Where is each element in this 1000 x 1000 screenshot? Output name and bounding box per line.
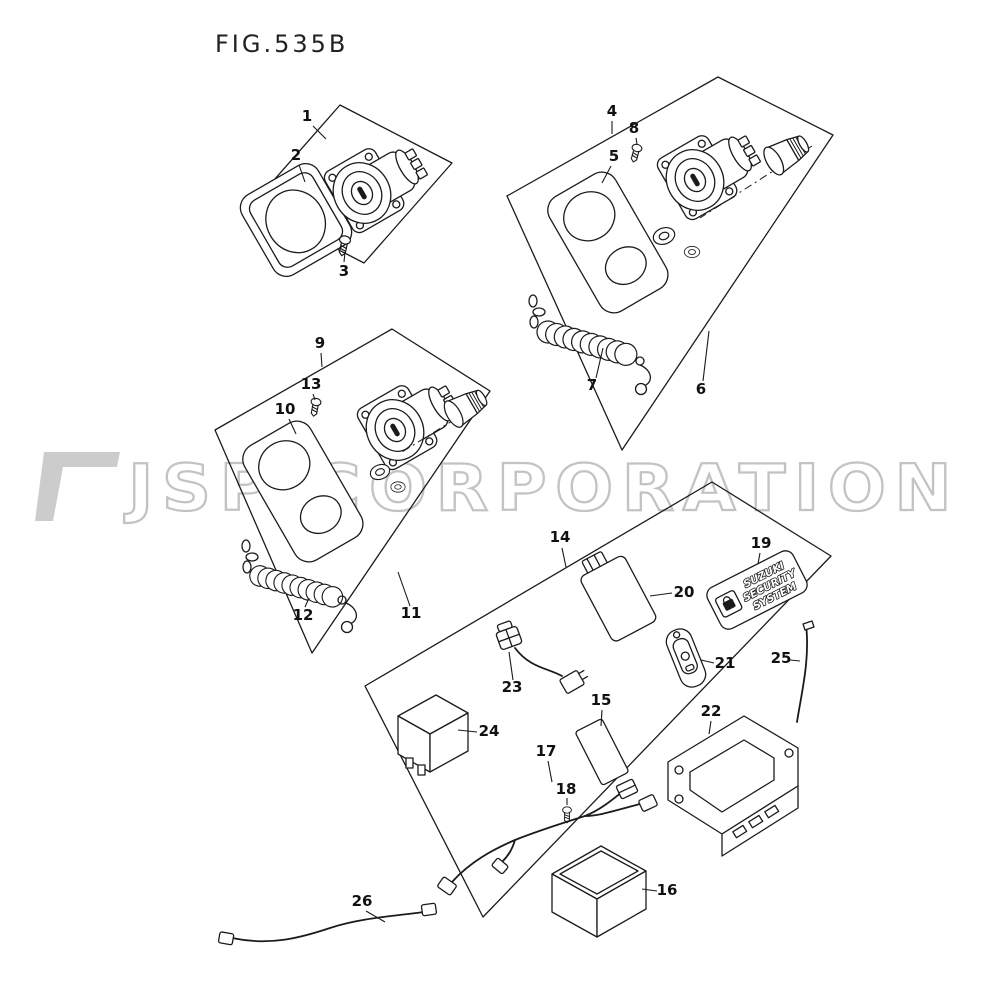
part-label-10: 10	[275, 400, 296, 418]
leader-1	[312, 125, 327, 140]
leader-12	[304, 597, 310, 608]
leader-15	[600, 709, 603, 727]
leader-14	[561, 547, 567, 568]
washer-ring	[650, 224, 678, 248]
part-label-24: 24	[479, 722, 500, 740]
part-label-19: 19	[751, 534, 772, 552]
part-label-11: 11	[401, 604, 422, 622]
leader-10	[288, 418, 297, 435]
part-19-security-sticker: SUZUKI SECURITY SYSTEM	[706, 550, 808, 630]
leader-22	[708, 720, 712, 735]
part-label-6: 6	[696, 380, 706, 398]
leader-6	[702, 330, 710, 382]
part-15-pad	[575, 718, 629, 786]
part-label-9: 9	[315, 334, 325, 352]
part-label-25: 25	[771, 649, 792, 667]
part-25-cable-tie	[796, 620, 815, 723]
leader-5	[601, 165, 612, 184]
part-24-relay	[397, 694, 469, 776]
part-label-15: 15	[591, 691, 612, 709]
washer-ring-small	[683, 245, 701, 259]
part-label-3: 3	[339, 262, 349, 280]
leader-20	[649, 592, 673, 597]
part-17-wire-harness	[437, 778, 658, 896]
leader-8	[635, 137, 638, 145]
part-21-key-fob	[665, 628, 707, 688]
leader-16	[641, 888, 658, 892]
part-23-connector-lead	[495, 620, 589, 694]
leader-19	[757, 552, 761, 565]
part-label-23: 23	[502, 678, 523, 696]
leader-17	[547, 760, 553, 783]
part-26-lead-wire	[217, 902, 438, 946]
part-label-2: 2	[291, 146, 301, 164]
part-label-14: 14	[550, 528, 571, 546]
leader-26	[365, 910, 386, 923]
part-20-control-module	[580, 551, 657, 642]
watermark-logo	[35, 452, 120, 521]
leader-23	[508, 651, 514, 681]
key-barrel	[759, 128, 815, 179]
figure-title: FIG.535B	[215, 30, 348, 58]
leader-3	[343, 251, 346, 263]
part-label-16: 16	[657, 881, 678, 899]
leader-24	[457, 729, 478, 733]
part-number-labels: 1 2 3 4 5 6 7 8 9 10 11 12 13 14 15 16 1…	[275, 102, 792, 910]
part-16-box	[551, 845, 647, 938]
leader-lines	[288, 121, 801, 923]
assembly-box-2	[506, 76, 834, 451]
part-label-13: 13	[301, 375, 322, 393]
part-label-21: 21	[715, 654, 736, 672]
part-label-26: 26	[352, 892, 373, 910]
part-label-4: 4	[607, 102, 617, 120]
washer-ring-small-2	[390, 481, 406, 493]
part-label-22: 22	[701, 702, 722, 720]
leader-2	[298, 164, 306, 183]
part-4-ignition-switch	[652, 115, 770, 225]
part-22-bracket	[667, 715, 799, 857]
part-label-7: 7	[587, 376, 597, 394]
leader-25	[789, 659, 801, 662]
leader-21	[700, 659, 715, 664]
leader-11	[397, 571, 411, 607]
part-label-5: 5	[609, 147, 619, 165]
part-label-8: 8	[629, 119, 639, 137]
part-13-screw	[308, 397, 323, 418]
assembly-axis-line-2	[401, 399, 487, 453]
part-label-12: 12	[293, 606, 314, 624]
assembly-box-4	[364, 481, 832, 918]
leader-13	[312, 393, 316, 401]
leader-7	[595, 347, 604, 379]
part-12-spiral-cord	[241, 539, 357, 634]
part-label-18: 18	[556, 780, 577, 798]
part-label-1: 1	[302, 107, 312, 125]
watermark: JSP CORPORATION	[35, 451, 953, 527]
leader-9	[320, 352, 323, 368]
part-7-spiral-cord	[528, 294, 651, 396]
part-8-screw	[627, 142, 644, 164]
part-label-17: 17	[536, 742, 557, 760]
part-label-20: 20	[674, 583, 695, 601]
part-5-bezel	[541, 165, 675, 320]
